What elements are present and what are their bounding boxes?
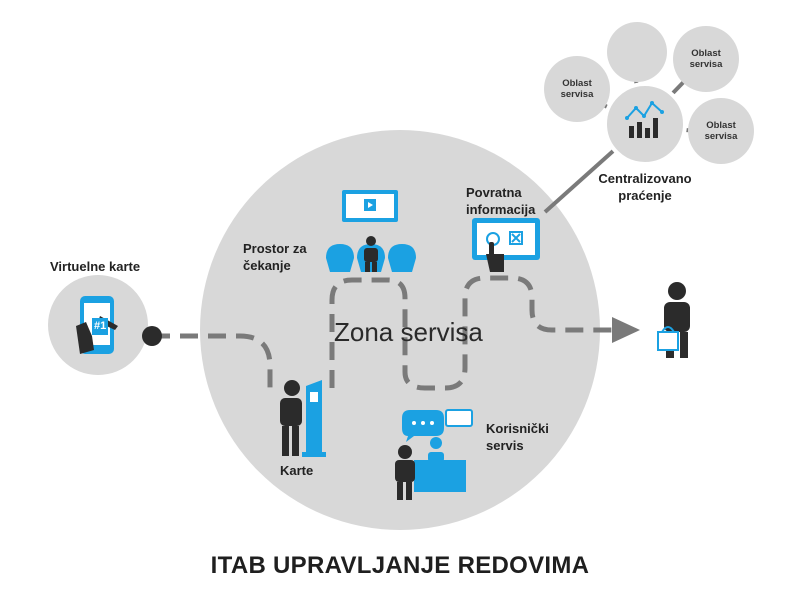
- service-area-node-label: Oblast servisa: [560, 78, 594, 100]
- shopping-bag-icon: [657, 326, 679, 351]
- diagram-title: ITAB UPRAVLJANJE REDOVIMA: [210, 552, 590, 579]
- journey-path-segment: [152, 333, 273, 392]
- pointing-hand-icon: [486, 242, 504, 272]
- service-desk-icon: [414, 437, 466, 492]
- virtual-tickets-label: Virtuelne karte: [50, 259, 141, 274]
- customer-person-icon: [395, 445, 415, 500]
- ticket-kiosk-icon: [302, 380, 326, 457]
- waiting-area-label: Prostor za čekanje: [243, 241, 307, 273]
- feedback-label: Povratna informacija: [466, 185, 536, 217]
- speech-bubble-icon: [402, 410, 444, 442]
- service-area-node: [544, 56, 610, 122]
- arrow-head-icon: [612, 317, 640, 343]
- tickets-label: Karte: [280, 463, 314, 478]
- waiting-screen-icon: [342, 190, 398, 222]
- service-area-node-empty: [607, 22, 667, 82]
- waiting-person-icon: [364, 236, 378, 272]
- service-area-node-label: Oblast servisa: [689, 48, 723, 70]
- feedback-screen-icon: [472, 218, 540, 260]
- service-zone-label: Zona servisa: [334, 317, 483, 347]
- analytics-chart-icon: [625, 101, 664, 138]
- central-monitoring-label: Centralizovano praćenje: [598, 171, 692, 203]
- ticket-person-icon: [280, 380, 302, 456]
- service-area-node: [673, 26, 739, 92]
- customer-service-label: Korisnički servis: [486, 421, 549, 453]
- service-area-node-label: Oblast servisa: [704, 120, 738, 142]
- journey-path: [329, 275, 612, 391]
- reply-bubble-icon: [445, 409, 473, 427]
- central-monitoring-node: [603, 82, 687, 166]
- start-dot: [142, 326, 162, 346]
- phone-ticket-number: #1: [92, 318, 109, 335]
- service-area-node: [688, 98, 754, 164]
